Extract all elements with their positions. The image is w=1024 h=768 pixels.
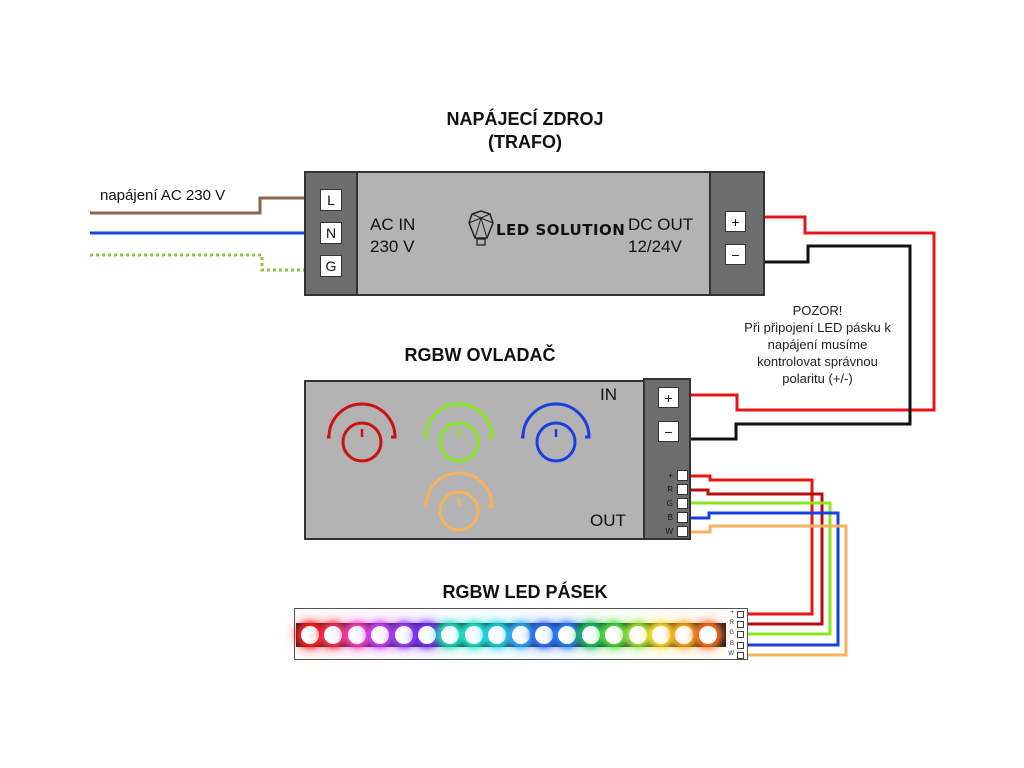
controller-pin-g[interactable] xyxy=(677,498,688,509)
warning-line5: polaritu (+/-) xyxy=(782,371,853,386)
controller-pin-w[interactable] xyxy=(677,526,688,537)
dc-out-line2: 12/24V xyxy=(628,237,682,256)
wire-out-w xyxy=(690,524,848,657)
knob-white-icon[interactable] xyxy=(424,471,494,532)
warning-line3: napájení musíme xyxy=(767,337,868,352)
strip-pin-w[interactable] xyxy=(737,652,744,659)
polarity-warning: POZOR! Při připojení LED pásku k napájen… xyxy=(715,302,920,387)
controller-title: RGBW OVLADAČ xyxy=(404,345,556,365)
terminal-l[interactable]: L xyxy=(320,189,342,211)
controller-pin-r-label: R xyxy=(667,485,673,494)
ac-in-line1: AC IN xyxy=(370,215,416,234)
wire-out-r xyxy=(690,488,824,626)
wire-psu-minus xyxy=(688,244,912,441)
strip-pin-w-label: W xyxy=(728,651,734,657)
terminal-n[interactable]: N xyxy=(320,222,342,244)
wire-out-g xyxy=(690,501,832,636)
strip-title: RGBW LED PÁSEK xyxy=(442,582,608,602)
warning-line1: POZOR! xyxy=(792,303,843,318)
brand-logo: LED SOLUTION xyxy=(466,210,625,250)
strip-pin-r-label: R xyxy=(729,620,734,626)
psu-title-line1: NAPÁJECÍ ZDROJ xyxy=(446,109,604,129)
power-supply xyxy=(304,171,765,296)
dc-out-label: DC OUT 12/24V xyxy=(628,214,693,258)
controller-pin-b-label: B xyxy=(667,513,673,522)
psu-title: NAPÁJECÍ ZDROJ (TRAFO) xyxy=(400,108,650,154)
led-6 xyxy=(418,626,436,644)
strip-pin-b[interactable] xyxy=(737,642,744,649)
led-11 xyxy=(535,626,553,644)
wire-psu-plus xyxy=(688,215,936,412)
strip-pin-b-label: B xyxy=(729,641,734,647)
mains-label: napájení AC 230 V xyxy=(100,187,226,204)
led-8 xyxy=(464,626,483,644)
led-18 xyxy=(698,626,717,644)
wire-mains-g xyxy=(90,253,305,272)
terminal-dc-plus[interactable]: + xyxy=(725,211,746,232)
knob-green-icon[interactable] xyxy=(424,402,494,463)
strip-pin-r[interactable] xyxy=(737,621,744,628)
wire-out-b xyxy=(690,511,840,647)
led-4 xyxy=(371,626,390,644)
led-12 xyxy=(558,626,577,644)
controller-out-label: OUT xyxy=(590,511,626,530)
controller-pin-r[interactable] xyxy=(677,484,688,495)
led-16 xyxy=(652,626,670,644)
psu-output-cap xyxy=(709,171,765,296)
controller-in-minus[interactable]: − xyxy=(658,421,679,442)
terminal-g[interactable]: G xyxy=(320,255,342,277)
knob-red-icon[interactable] xyxy=(327,402,397,463)
controller-in-plus[interactable]: + xyxy=(658,387,679,408)
brand-name: LED SOLUTION xyxy=(496,221,626,239)
bulb-icon xyxy=(468,210,494,246)
strip-pin-plus[interactable] xyxy=(737,611,744,618)
psu-title-line2: (TRAFO) xyxy=(488,132,562,152)
led-14 xyxy=(605,626,624,644)
led-2 xyxy=(324,626,343,644)
wire-out-plus xyxy=(690,474,814,616)
warning-line2: Při připojení LED pásku k xyxy=(744,320,891,335)
controller-pin-plus[interactable] xyxy=(677,470,688,481)
strip-pin-g[interactable] xyxy=(737,631,744,638)
led-3 xyxy=(347,626,366,644)
dc-out-line1: DC OUT xyxy=(628,215,694,234)
led-17 xyxy=(675,626,694,644)
ac-in-line2: 230 V xyxy=(370,237,415,256)
ac-in-label: AC IN 230 V xyxy=(370,214,415,258)
led-1 xyxy=(301,626,319,644)
strip-pin-g-label: G xyxy=(729,630,734,636)
led-13 xyxy=(581,626,600,644)
warning-line4: kontrolovat správnou xyxy=(757,354,878,369)
knob-blue-icon[interactable] xyxy=(521,402,591,463)
terminal-dc-minus[interactable]: − xyxy=(725,244,746,265)
wire-mains-l xyxy=(90,196,305,215)
controller-pin-w-label: W xyxy=(665,527,673,536)
led-7 xyxy=(441,626,460,644)
controller-in-label: IN xyxy=(600,385,617,404)
controller-pin-b[interactable] xyxy=(677,512,688,523)
led-15 xyxy=(628,626,647,644)
controller-pin-plus-label: + xyxy=(668,471,673,480)
led-10 xyxy=(511,626,530,644)
led-5 xyxy=(394,626,413,644)
strip-pin-plus-label: + xyxy=(730,610,734,616)
controller-pin-g-label: G xyxy=(666,499,673,508)
led-9 xyxy=(488,626,507,644)
